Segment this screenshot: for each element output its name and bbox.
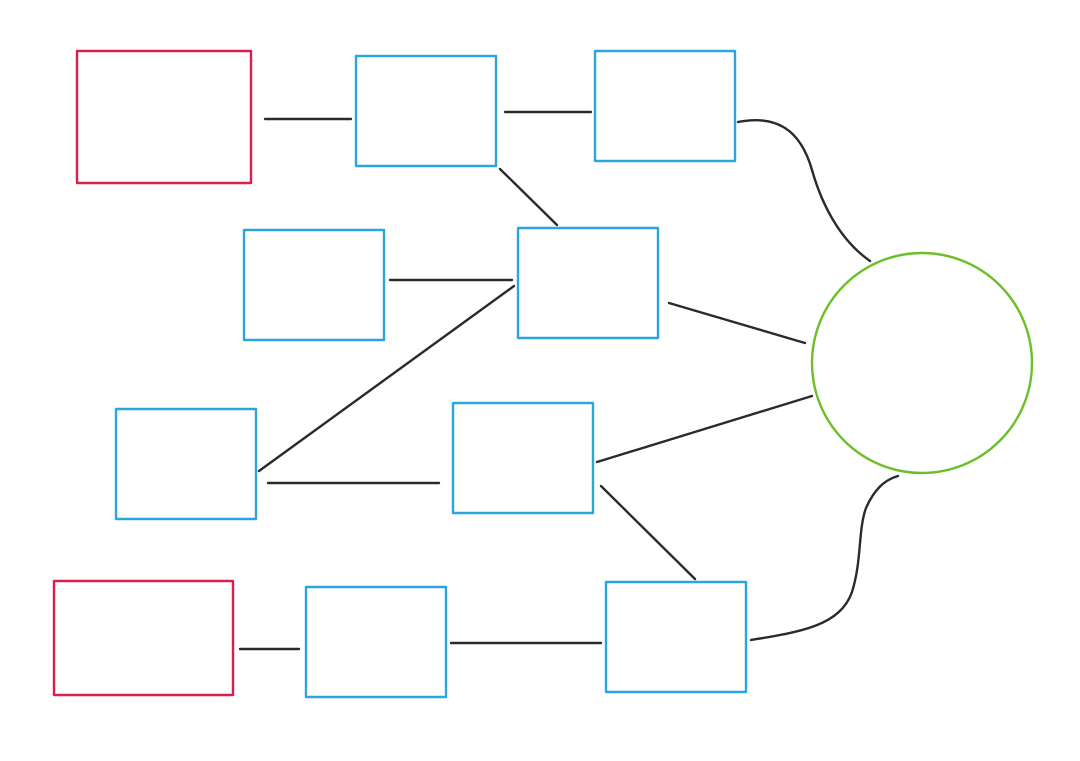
edge-blue-box-6-to-blue-box-8 — [599, 484, 697, 581]
node-group — [52, 49, 1034, 699]
blue-box-7 — [304, 585, 448, 699]
edge-blue-box-5-to-blue-box-4 — [257, 284, 516, 473]
blue-box-2 — [593, 49, 737, 163]
blue-box-5 — [114, 407, 258, 521]
blue-box-1 — [354, 54, 498, 168]
edge-blue-box-8-to-green-circle — [749, 474, 900, 642]
red-box-top — [75, 49, 253, 185]
edge-blue-box-6-to-green-circle — [595, 394, 814, 464]
blue-box-6 — [451, 401, 595, 515]
blue-box-4 — [516, 226, 660, 340]
green-circle — [810, 251, 1034, 475]
edge-blue-box-2-to-green-circle — [736, 119, 872, 263]
blue-box-8 — [604, 580, 748, 694]
connector-group — [238, 110, 900, 651]
red-box-bottom — [52, 579, 235, 697]
blue-box-3 — [242, 228, 386, 342]
edge-blue-box-4-to-green-circle — [667, 301, 807, 345]
edge-blue-box-1-to-blue-box-4 — [498, 167, 559, 227]
